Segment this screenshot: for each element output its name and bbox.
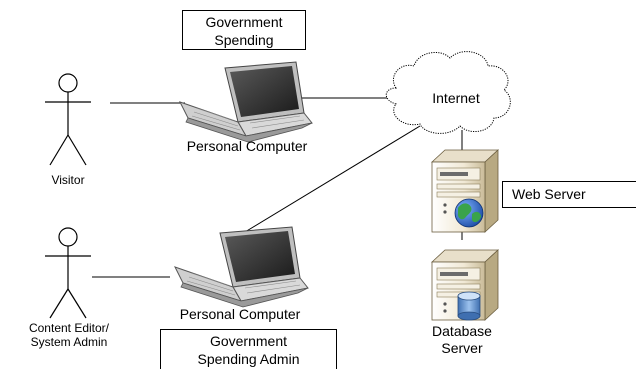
editor-actor-icon bbox=[45, 227, 91, 319]
line-pc2-internet bbox=[244, 125, 421, 233]
web-server-label: Web Server bbox=[512, 186, 586, 202]
personal-computer-label-top: Personal Computer bbox=[186, 138, 308, 154]
web-server-box: Web Server bbox=[502, 181, 636, 208]
government-spending-box: Government Spending bbox=[182, 10, 306, 50]
cloud-icon bbox=[385, 51, 511, 134]
government-spending-line1: Government bbox=[205, 14, 283, 30]
database-server-line2: Server bbox=[441, 340, 483, 356]
government-spending-admin-line2: Spending Admin bbox=[197, 351, 300, 367]
visitor-label: Visitor bbox=[51, 173, 85, 187]
database-server-label: Database Server bbox=[412, 323, 512, 357]
database-icon bbox=[457, 291, 481, 321]
internet-label: Internet bbox=[432, 90, 480, 106]
laptop-icon-bottom bbox=[174, 226, 309, 308]
government-spending-admin-line1: Government bbox=[209, 333, 288, 349]
globe-icon bbox=[454, 198, 484, 228]
database-server-line1: Database bbox=[432, 323, 492, 339]
content-editor-label: Content Editor/ System Admin bbox=[4, 321, 134, 349]
content-editor-line2: System Admin bbox=[30, 335, 108, 349]
laptop-icon-top bbox=[179, 61, 313, 143]
connection-lines bbox=[92, 97, 463, 278]
government-spending-line2: Spending bbox=[214, 32, 274, 48]
government-spending-admin-box: Government Spending Admin bbox=[160, 329, 337, 369]
content-editor-line1: Content Editor/ bbox=[28, 321, 110, 335]
personal-computer-label-bottom: Personal Computer bbox=[179, 306, 301, 322]
visitor-actor-icon bbox=[45, 73, 91, 166]
